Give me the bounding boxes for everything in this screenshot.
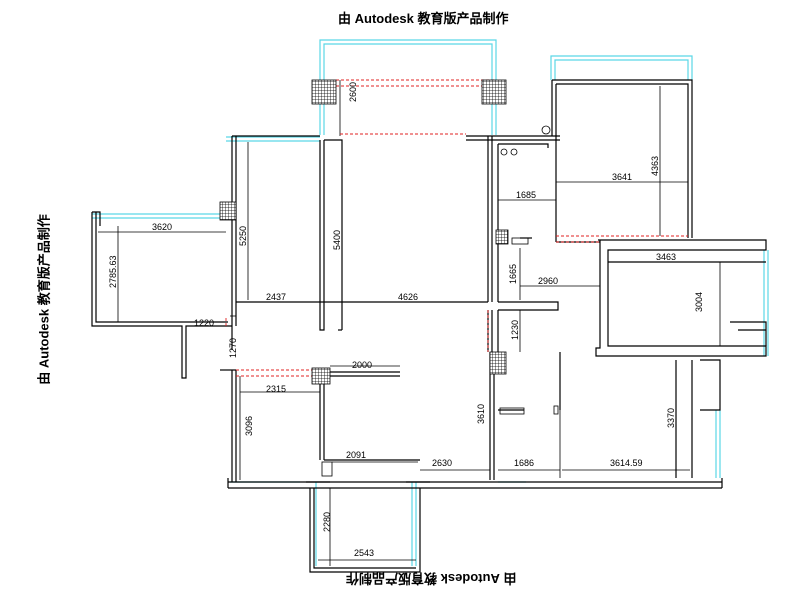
dim-2543: 2543 <box>354 548 374 558</box>
dim-4626: 4626 <box>398 292 418 302</box>
dim-5250: 5250 <box>238 226 248 246</box>
dimension-labels: 2600 4363 3641 1685 3620 2785.63 5250 54… <box>108 82 704 558</box>
column-lower <box>489 351 507 375</box>
dim-3614: 3614.59 <box>610 458 643 468</box>
column-top-right <box>481 79 507 105</box>
dim-2437: 2437 <box>266 292 286 302</box>
dim-1230: 1230 <box>510 320 520 340</box>
column-top-left <box>311 79 337 105</box>
dim-1220: 1220 <box>194 318 214 328</box>
dim-1270: 1270 <box>228 338 238 358</box>
dim-3004: 3004 <box>694 292 704 312</box>
dim-4363: 4363 <box>650 156 660 176</box>
dim-2280: 2280 <box>322 512 332 532</box>
dim-3641: 3641 <box>612 172 632 182</box>
openings <box>225 79 688 377</box>
dim-1665: 1665 <box>508 264 518 284</box>
dim-2600: 2600 <box>348 82 358 102</box>
dim-2630: 2630 <box>432 458 452 468</box>
dim-3370: 3370 <box>666 408 676 428</box>
dim-5400: 5400 <box>332 230 342 250</box>
column-corridor <box>495 229 509 245</box>
windows <box>92 39 769 566</box>
dim-1686: 1686 <box>514 458 534 468</box>
column-center <box>311 367 331 385</box>
dim-2315: 2315 <box>266 384 286 394</box>
dim-2785: 2785.63 <box>108 255 118 288</box>
watermark-top: 由 Autodesk 教育版产品制作 <box>338 11 509 26</box>
dim-3620: 3620 <box>152 222 172 232</box>
column-left <box>219 201 237 221</box>
dim-3463: 3463 <box>656 252 676 262</box>
dim-3610: 3610 <box>476 404 486 424</box>
dim-2000: 2000 <box>352 360 372 370</box>
dim-2091: 2091 <box>346 450 366 460</box>
walls <box>91 79 767 573</box>
columns <box>219 79 509 385</box>
dim-2960: 2960 <box>538 276 558 286</box>
dim-3096: 3096 <box>244 416 254 436</box>
fixtures <box>321 125 559 477</box>
dim-1685: 1685 <box>516 190 536 200</box>
dimension-lines <box>98 80 728 566</box>
